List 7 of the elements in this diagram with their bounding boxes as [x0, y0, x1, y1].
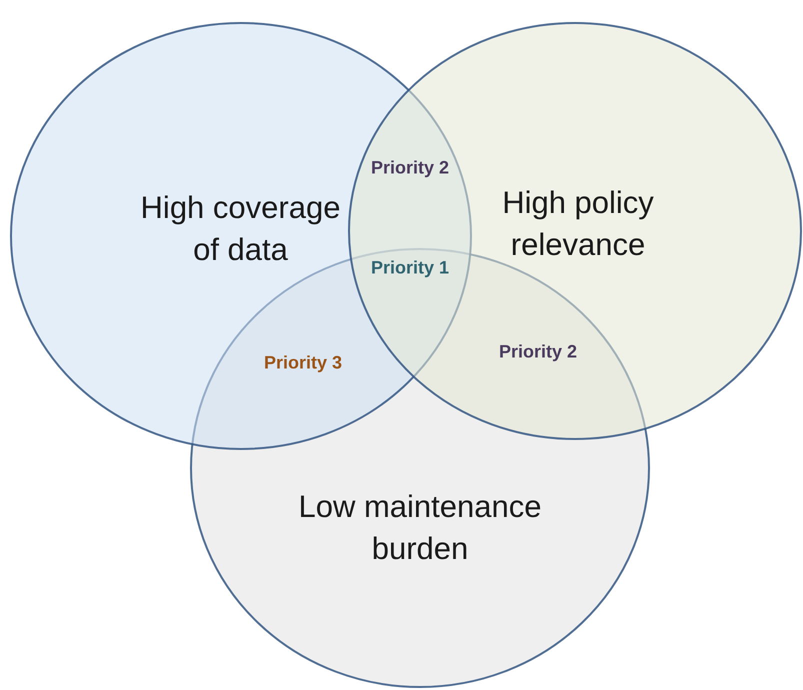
circle-label: Low maintenance burden	[298, 488, 542, 568]
overlap-label: Priority 3	[264, 352, 342, 374]
circle-label: High policy relevance	[501, 184, 655, 264]
overlap-label: Priority 1	[370, 258, 450, 278]
overlap-label: Priority 2	[498, 342, 578, 362]
circle-label: High coverage of data	[140, 189, 342, 269]
overlap-label: Priority 2	[370, 158, 450, 178]
